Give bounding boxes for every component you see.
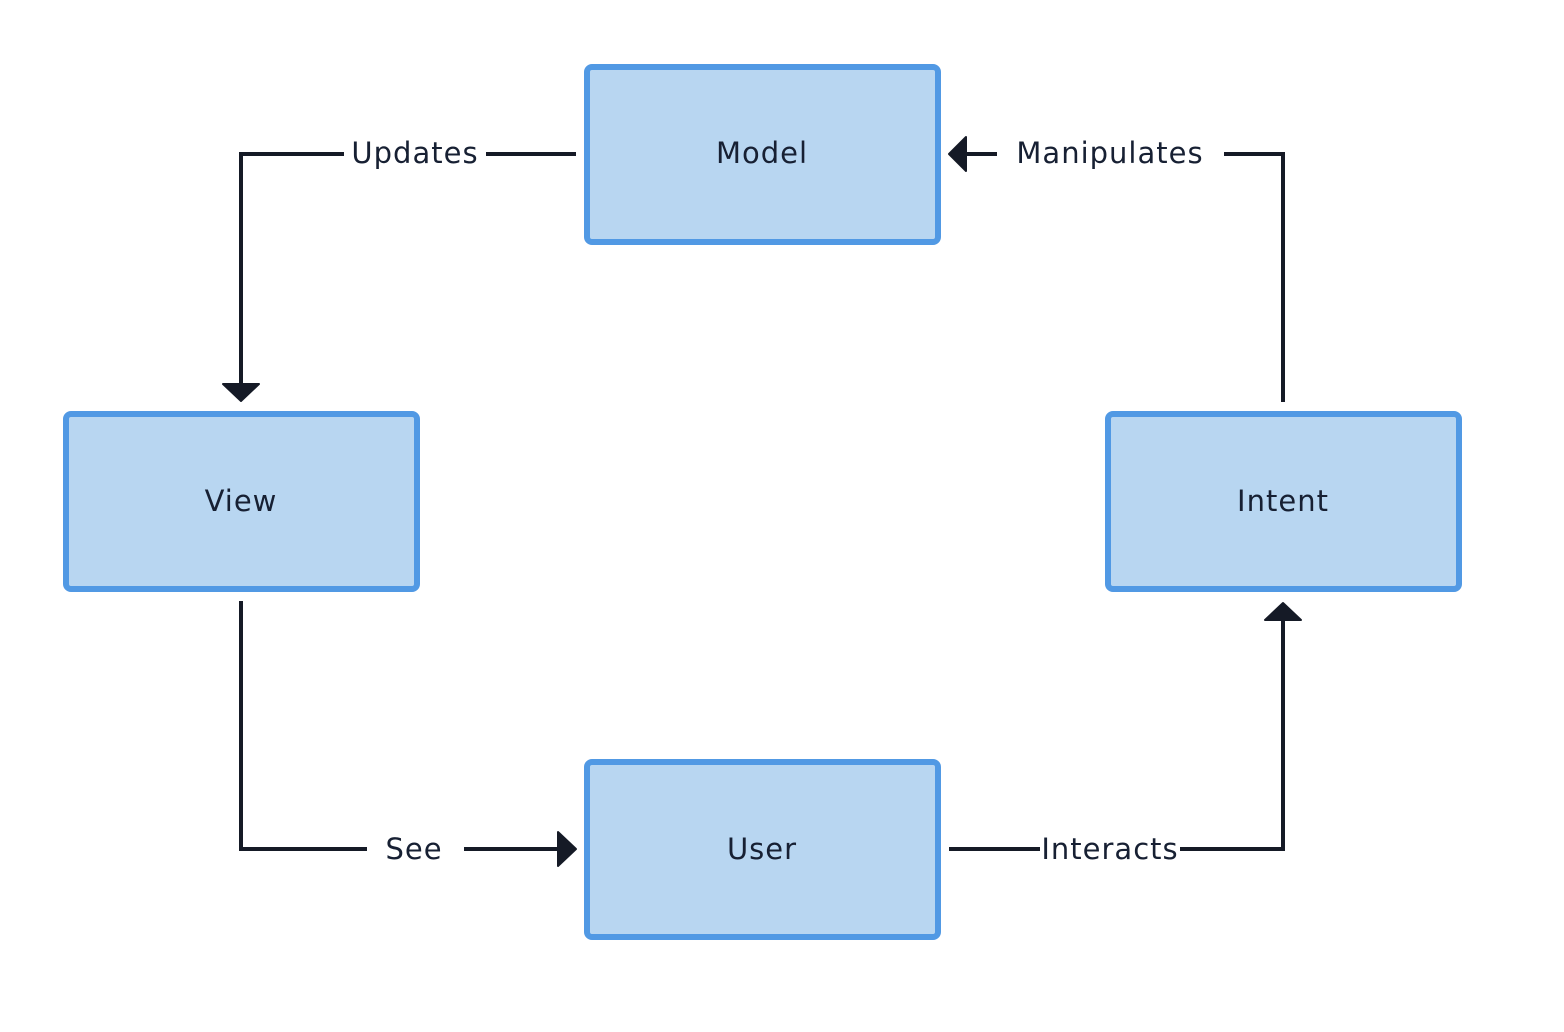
- node-model-label: Model: [716, 136, 808, 170]
- edge-label-manipulates: Manipulates: [1016, 136, 1203, 170]
- edge-manipulates: Manipulates: [948, 136, 1285, 402]
- arrow-left-icon: [948, 136, 967, 172]
- arrow-up-icon: [1264, 602, 1302, 621]
- edge-updates: Updates: [222, 136, 576, 402]
- node-view: View: [63, 411, 420, 592]
- node-intent: Intent: [1105, 411, 1462, 592]
- edge-interacts-line-right: [1180, 620, 1285, 851]
- node-intent-box: [1105, 411, 1462, 592]
- arrow-right-icon: [557, 831, 577, 867]
- node-view-label: View: [205, 484, 278, 518]
- node-user: User: [584, 759, 941, 940]
- edge-manipulates-line-right: [1224, 152, 1285, 402]
- edge-label-interacts: Interacts: [1041, 832, 1178, 866]
- edge-see: See: [239, 601, 577, 867]
- node-model: Model: [584, 64, 941, 245]
- node-view-box: [63, 411, 420, 592]
- edge-interacts: Interacts: [949, 602, 1302, 866]
- edge-see-line-left: [239, 601, 367, 851]
- arrow-down-icon: [222, 383, 260, 402]
- node-intent-label: Intent: [1237, 484, 1329, 518]
- edge-updates-line-left: [239, 152, 344, 384]
- node-model-box: [584, 64, 941, 245]
- node-user-box: [584, 759, 941, 940]
- node-user-label: User: [727, 832, 797, 866]
- edge-label-see: See: [385, 832, 442, 866]
- edge-label-updates: Updates: [351, 136, 478, 170]
